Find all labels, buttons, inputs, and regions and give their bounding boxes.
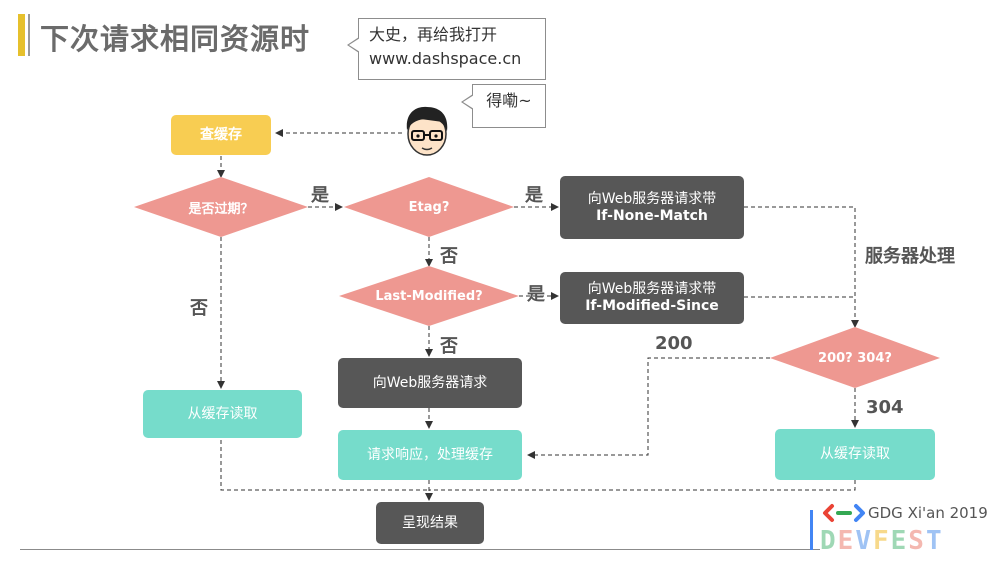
title-accent-bar [18,14,25,56]
request-web-node: 向Web服务器请求 [338,358,522,408]
reply-callout: 得嘞~ [461,84,546,128]
expired-no-label: 否 [190,298,208,319]
expired-yes-label: 是 [311,185,329,206]
request-if-modified-since-node: 向Web服务器请求带 If-Modified-Since [560,272,744,324]
request-line-2: If-None-Match [596,207,708,224]
etag-no-label: 否 [440,246,458,267]
footer-divider [20,549,820,550]
lm-yes-label: 是 [527,284,545,305]
code-200-label: 200 [655,333,693,354]
intro-callout-text: 大史，再给我打开 www.dashspace.cn [369,25,522,68]
read-cache-right-node: 从缓存读取 [775,429,935,480]
event-label: GDG Xi'an 2019 [868,504,988,522]
gdg-logo-icon [823,504,865,522]
callout-tail-fill [349,38,360,52]
request-line-1: 向Web服务器请求带 [587,190,717,207]
devfest-text: DEVFEST [820,526,944,556]
show-result-node: 呈现结果 [376,502,484,544]
callout-tail-fill [463,95,474,109]
code-304-label: 304 [866,397,904,418]
title-accent-line [28,14,30,56]
user-avatar-icon [406,106,448,156]
etag-label: Etag? [408,199,450,215]
etag-yes-label: 是 [525,185,543,206]
request-if-none-match-node: 向Web服务器请求带 If-None-Match [560,176,744,239]
reply-callout-text: 得嘞~ [486,91,532,110]
server-handle-label: 服务器处理 [865,246,955,267]
devfest-logo: DEVFEST [820,526,944,556]
check-cache-node: 查缓存 [171,115,271,155]
request-line-2: If-Modified-Since [585,298,719,314]
lm-no-label: 否 [440,336,458,357]
status-diamond [770,327,940,388]
expired-label: 是否过期？ [188,201,254,217]
request-line-1: 向Web服务器请求带 [587,281,717,297]
intro-callout: 大史，再给我打开 www.dashspace.cn [347,18,546,80]
slide-title: 下次请求相同资源时 [40,22,311,56]
status-label: 200? 304? [818,350,892,366]
expired-diamond [134,177,308,237]
process-response-node: 请求响应，处理缓存 [338,430,522,480]
last-modified-diamond [339,266,519,326]
last-modified-label: Last-Modified? [375,288,483,304]
brand-accent-bar [810,510,813,550]
etag-diamond [344,177,514,237]
read-cache-left-node: 从缓存读取 [143,390,302,438]
